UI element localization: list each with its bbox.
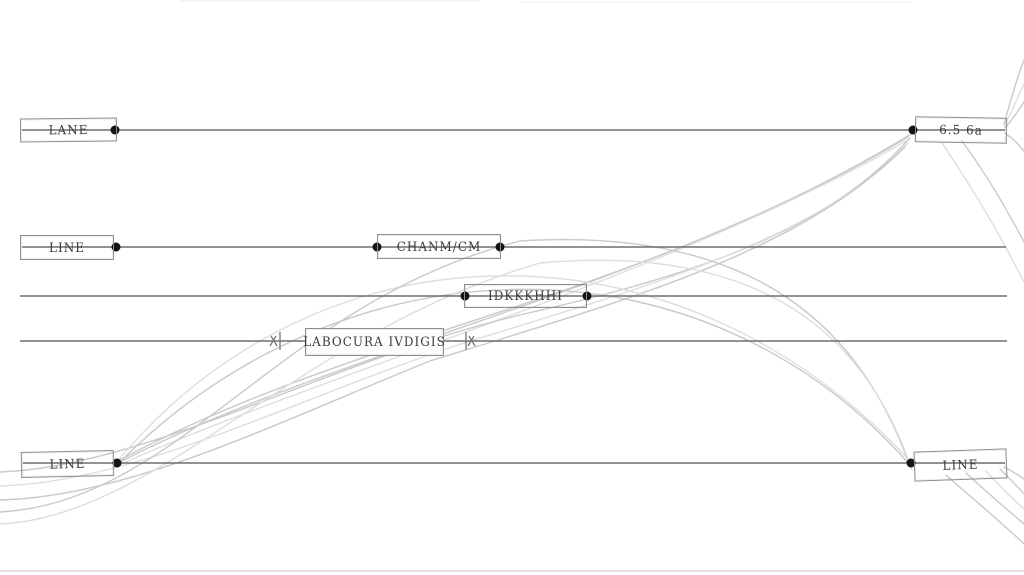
curve-fan-topright-edge xyxy=(941,59,1024,283)
boundary-tick-left xyxy=(269,332,281,350)
node-label: IDKKKHHI xyxy=(488,288,563,304)
node-bottom-right-line[interactable]: LINE xyxy=(913,448,1008,482)
curve-fan-bottomright-edge xyxy=(945,466,1024,545)
node-label: 6.5 6a xyxy=(939,122,983,138)
node-top-right-value[interactable]: 6.5 6a xyxy=(914,116,1008,144)
node-label: LINE xyxy=(49,240,85,255)
boundary-tick-right xyxy=(465,332,476,350)
node-segment[interactable]: IDKKKHHI xyxy=(464,284,587,308)
node-channel[interactable]: CHANM/CM xyxy=(377,234,501,259)
curve-bundle-bottomleft-to-bottomright xyxy=(0,239,913,525)
node-label: LABOCURA IVDIGIS xyxy=(303,334,446,350)
node-mid-left-line[interactable]: LINE xyxy=(20,235,114,260)
node-top-left-lane[interactable]: LANE xyxy=(19,117,118,143)
node-label: LINE xyxy=(942,457,979,473)
node-label: CHANM/CM xyxy=(396,239,482,254)
node-block[interactable]: LABOCURA IVDIGIS xyxy=(303,328,446,356)
node-label: LINE xyxy=(49,456,86,472)
track-lines xyxy=(20,129,1007,464)
node-bottom-left-line[interactable]: LINE xyxy=(20,450,115,478)
node-label: LANE xyxy=(48,122,89,138)
